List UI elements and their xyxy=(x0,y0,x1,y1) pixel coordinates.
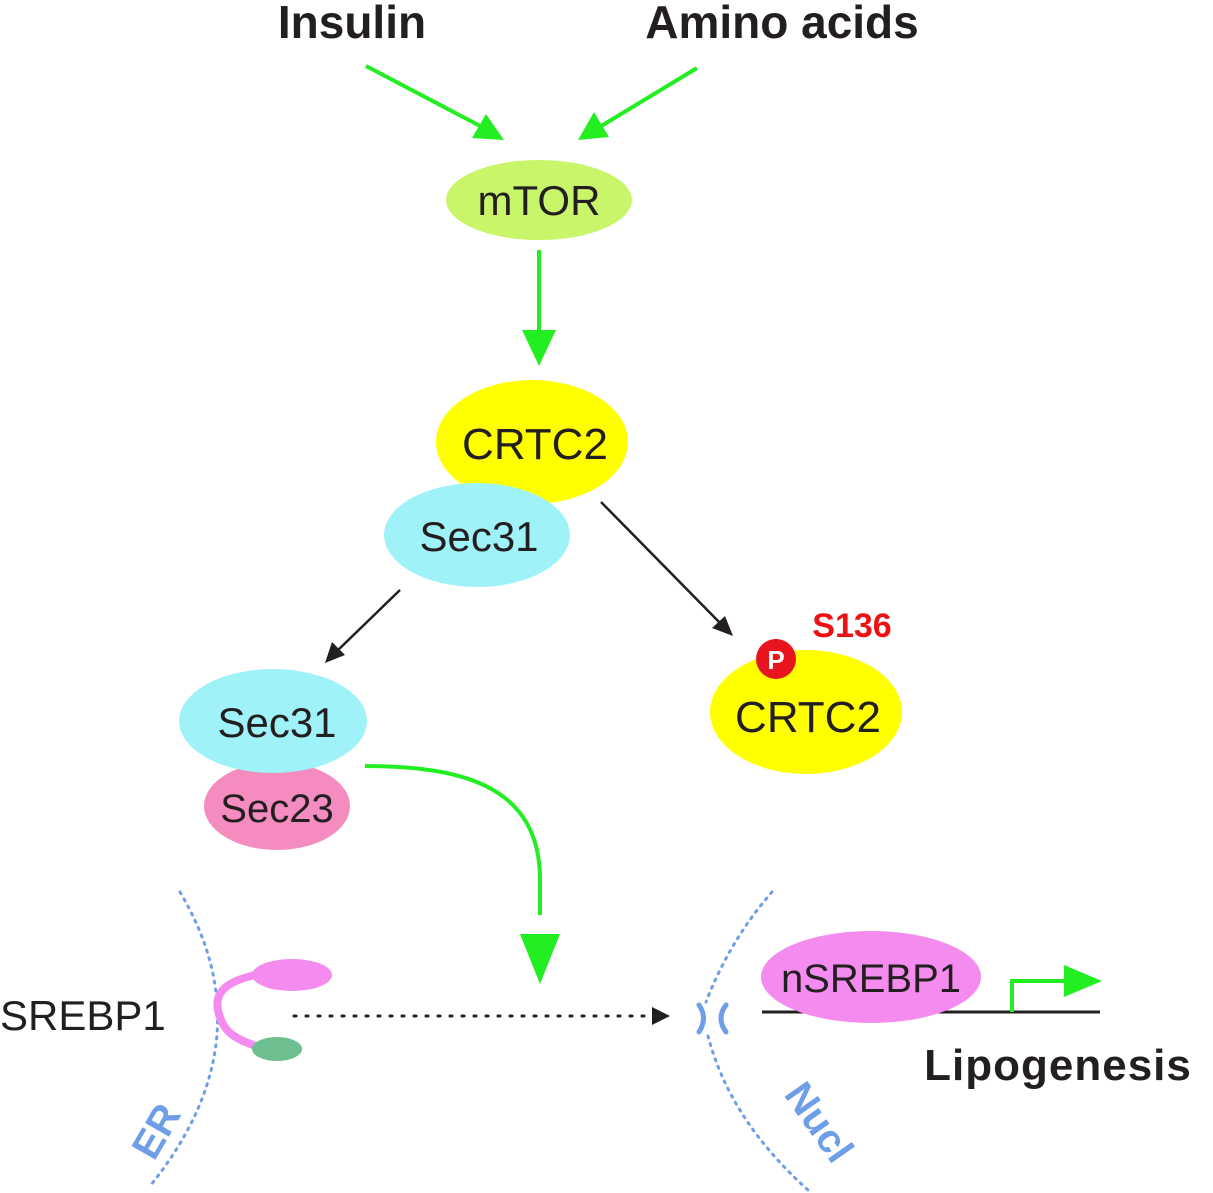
srebp1-precursor xyxy=(213,959,332,1061)
phosphate-icon xyxy=(756,639,796,679)
sec31-release-arrow xyxy=(325,589,401,663)
srebp1-tail xyxy=(252,1037,302,1061)
sec23-label: Sec23 xyxy=(220,787,333,831)
nuclear-membrane-upper xyxy=(704,890,774,1004)
nuclear-membrane-lower xyxy=(706,1034,810,1192)
crtc2-phospho-complex: CRTC2 P S136 xyxy=(710,607,902,774)
er-label: ER xyxy=(124,1096,190,1166)
amino-acids-label: Amino acids xyxy=(645,0,919,48)
srebp1-head xyxy=(252,959,332,991)
crtc2-phospho-node xyxy=(710,650,902,774)
crtc2-phospho-label: CRTC2 xyxy=(735,693,881,742)
sec31-top-label: Sec31 xyxy=(419,513,538,560)
insulin-to-mtor-arrow xyxy=(365,64,504,140)
sec31-bottom-label: Sec31 xyxy=(217,699,336,746)
bent-arrow-icon xyxy=(1010,965,1102,1012)
nucleus-label: Nucl xyxy=(776,1074,862,1170)
er-membrane xyxy=(148,890,220,1188)
mtor-to-crtc2-arrow xyxy=(522,250,556,366)
phosphate-label: P xyxy=(767,645,784,675)
sec31-bottom-node xyxy=(179,669,367,773)
mtor-node: mTOR xyxy=(446,160,632,240)
mtor-label: mTOR xyxy=(478,177,601,224)
nuclear-pore-icon xyxy=(696,1002,729,1035)
srebp1-label: SREBP1 xyxy=(0,992,166,1039)
sec23-node xyxy=(204,762,350,850)
lipogenesis-label: Lipogenesis xyxy=(924,1041,1192,1090)
insulin-label: Insulin xyxy=(278,0,426,48)
crtc2-sec31-complex: CRTC2 Sec31 xyxy=(384,380,628,587)
crtc2-phosphorylation-arrow xyxy=(600,501,733,636)
sec31-sec23-complex: Sec23 Sec31 xyxy=(179,669,367,850)
srebp1-translocation-arrow xyxy=(292,1007,670,1025)
sec31-top-node xyxy=(384,483,570,587)
nsrebp1-label: nSREBP1 xyxy=(781,957,961,1001)
phospho-site-label: S136 xyxy=(812,607,891,645)
nsrebp1-node: nSREBP1 xyxy=(761,931,981,1023)
crtc2-top-node xyxy=(436,380,628,504)
crtc2-top-label: CRTC2 xyxy=(462,420,608,469)
amino-acids-to-mtor-arrow xyxy=(578,66,699,140)
sec-complex-promotes-arrow xyxy=(364,764,560,984)
